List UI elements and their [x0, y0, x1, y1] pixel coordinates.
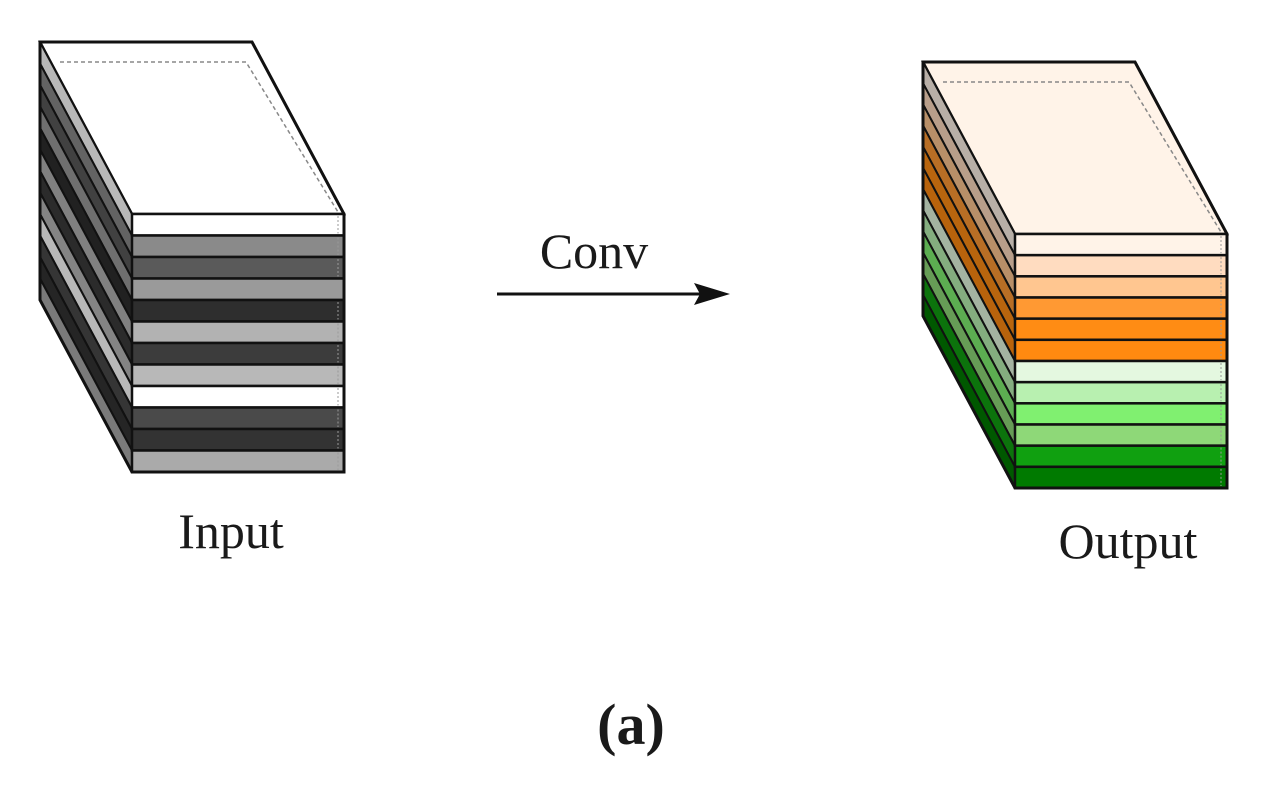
input-layer-front: [130, 234, 346, 259]
output-layer-front: [1013, 359, 1229, 384]
output-layer-front: [1013, 253, 1229, 278]
input-layer-front: [130, 255, 346, 280]
output-top-dashed-edge: [943, 81, 1222, 233]
input-layer-front: [130, 363, 346, 388]
input-layer-front: [130, 449, 346, 474]
input-layer-front: [130, 384, 346, 409]
output-layer-front: [1013, 296, 1229, 320]
output-layer-front: [1013, 423, 1229, 447]
input-label: Input: [178, 503, 284, 559]
input-layer-front: [130, 320, 346, 345]
input-top-dashed-edge: [60, 61, 339, 213]
output-layer-front: [1013, 275, 1229, 299]
output-layer-front: [1013, 317, 1229, 342]
output-layer-front: [1013, 444, 1229, 469]
output-layer-front: [1013, 402, 1229, 426]
output-feature-map-block: [920, 60, 1230, 490]
conv-arrow: [497, 283, 730, 305]
output-layer-front: [1013, 338, 1229, 363]
input-layer-front: [130, 277, 346, 302]
output-layer-front: [1013, 232, 1229, 257]
conv-label: Conv: [540, 223, 648, 279]
input-layer-front: [130, 427, 346, 452]
input-outline: [38, 40, 346, 474]
input-feature-map-block: [37, 40, 347, 474]
output-outline: [921, 60, 1229, 490]
input-layer-front: [130, 406, 346, 431]
input-layer-front: [130, 298, 346, 323]
output-label: Output: [1059, 513, 1198, 569]
figure-caption: (a): [597, 692, 665, 757]
conv-arrow-head-icon: [694, 283, 730, 305]
output-layer-front: [1013, 380, 1229, 405]
input-layer-front: [130, 212, 346, 237]
output-layer-front: [1013, 465, 1229, 490]
input-layer-front: [130, 341, 346, 366]
